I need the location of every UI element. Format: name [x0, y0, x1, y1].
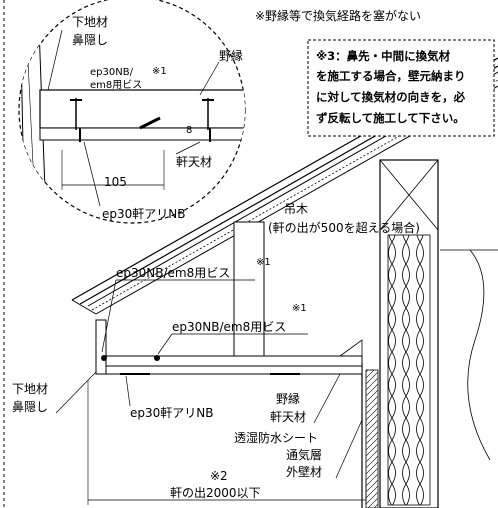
detail-dim-8: 8	[186, 125, 192, 136]
eave-dimension-label: 軒の出2000以下	[170, 486, 261, 500]
insulation	[387, 234, 431, 506]
ventilation-layer	[365, 369, 379, 508]
hanakakushi-label: 鼻隠し	[12, 399, 48, 414]
callout-box: ※3：鼻先・中間に換気材 を施工する場合，壁元納まり に対して換気材の向きを，必…	[307, 39, 495, 137]
detail-vis-label-1: ep30NB/	[90, 67, 134, 78]
callout-line-4: ず反転して施工して下さい。	[316, 111, 465, 125]
top-note: ※野縁等で換気経路を塞がない	[255, 8, 421, 23]
detail-hanakakushi-label: 鼻隠し	[72, 32, 108, 47]
wall-assembly	[361, 159, 498, 508]
toshitsu-label: 透湿防水シート	[234, 430, 318, 445]
tsurigi-label: 吊木	[284, 202, 308, 216]
vis-label-b: ep30NB/em8用ビス	[172, 320, 286, 334]
mark2: ※2	[210, 469, 228, 483]
ari-label: ep30軒アリNB	[130, 406, 213, 420]
vis-label-a: ep30NB/em8用ビス	[116, 266, 230, 280]
nokiten-label: 軒天材	[270, 410, 306, 424]
gaiheki-label: 外壁材	[286, 464, 322, 479]
vis-label-b-mark: ※1	[292, 303, 307, 314]
stud-cross-mark	[379, 159, 439, 231]
main-soffit	[95, 319, 363, 375]
callout-line-1: ※3：鼻先・中間に換気材	[316, 49, 451, 63]
neighbor-insulation	[467, 249, 491, 461]
noen-label: 野縁	[276, 391, 300, 406]
fascia	[95, 319, 107, 375]
shitajizai-label: 下地材	[12, 382, 48, 396]
hanger-timber	[233, 221, 265, 359]
detail-shitajizai-label: 下地材	[72, 15, 108, 29]
detail-dim-105: 105	[104, 175, 127, 189]
vis-label-a-mark: ※1	[256, 257, 271, 268]
detail-view	[18, 0, 246, 224]
callout-line-2: を施工する場合，壁元納まり	[316, 69, 466, 83]
callout-line-3: に対して換気材の向きを，必	[316, 90, 466, 104]
detail-mark1: ※1	[152, 66, 167, 77]
detail-noen-label: 野縁	[219, 48, 243, 63]
detail-ari-label: ep30軒アリNB	[102, 207, 185, 221]
tsurigi-note: (軒の出が500を超える場合)	[268, 220, 420, 235]
tsukisou-label: 通気層	[286, 447, 322, 462]
detail-nokiten-label: 軒天材	[176, 155, 212, 169]
detail-vis-label-2: em8用ビス	[90, 79, 142, 91]
